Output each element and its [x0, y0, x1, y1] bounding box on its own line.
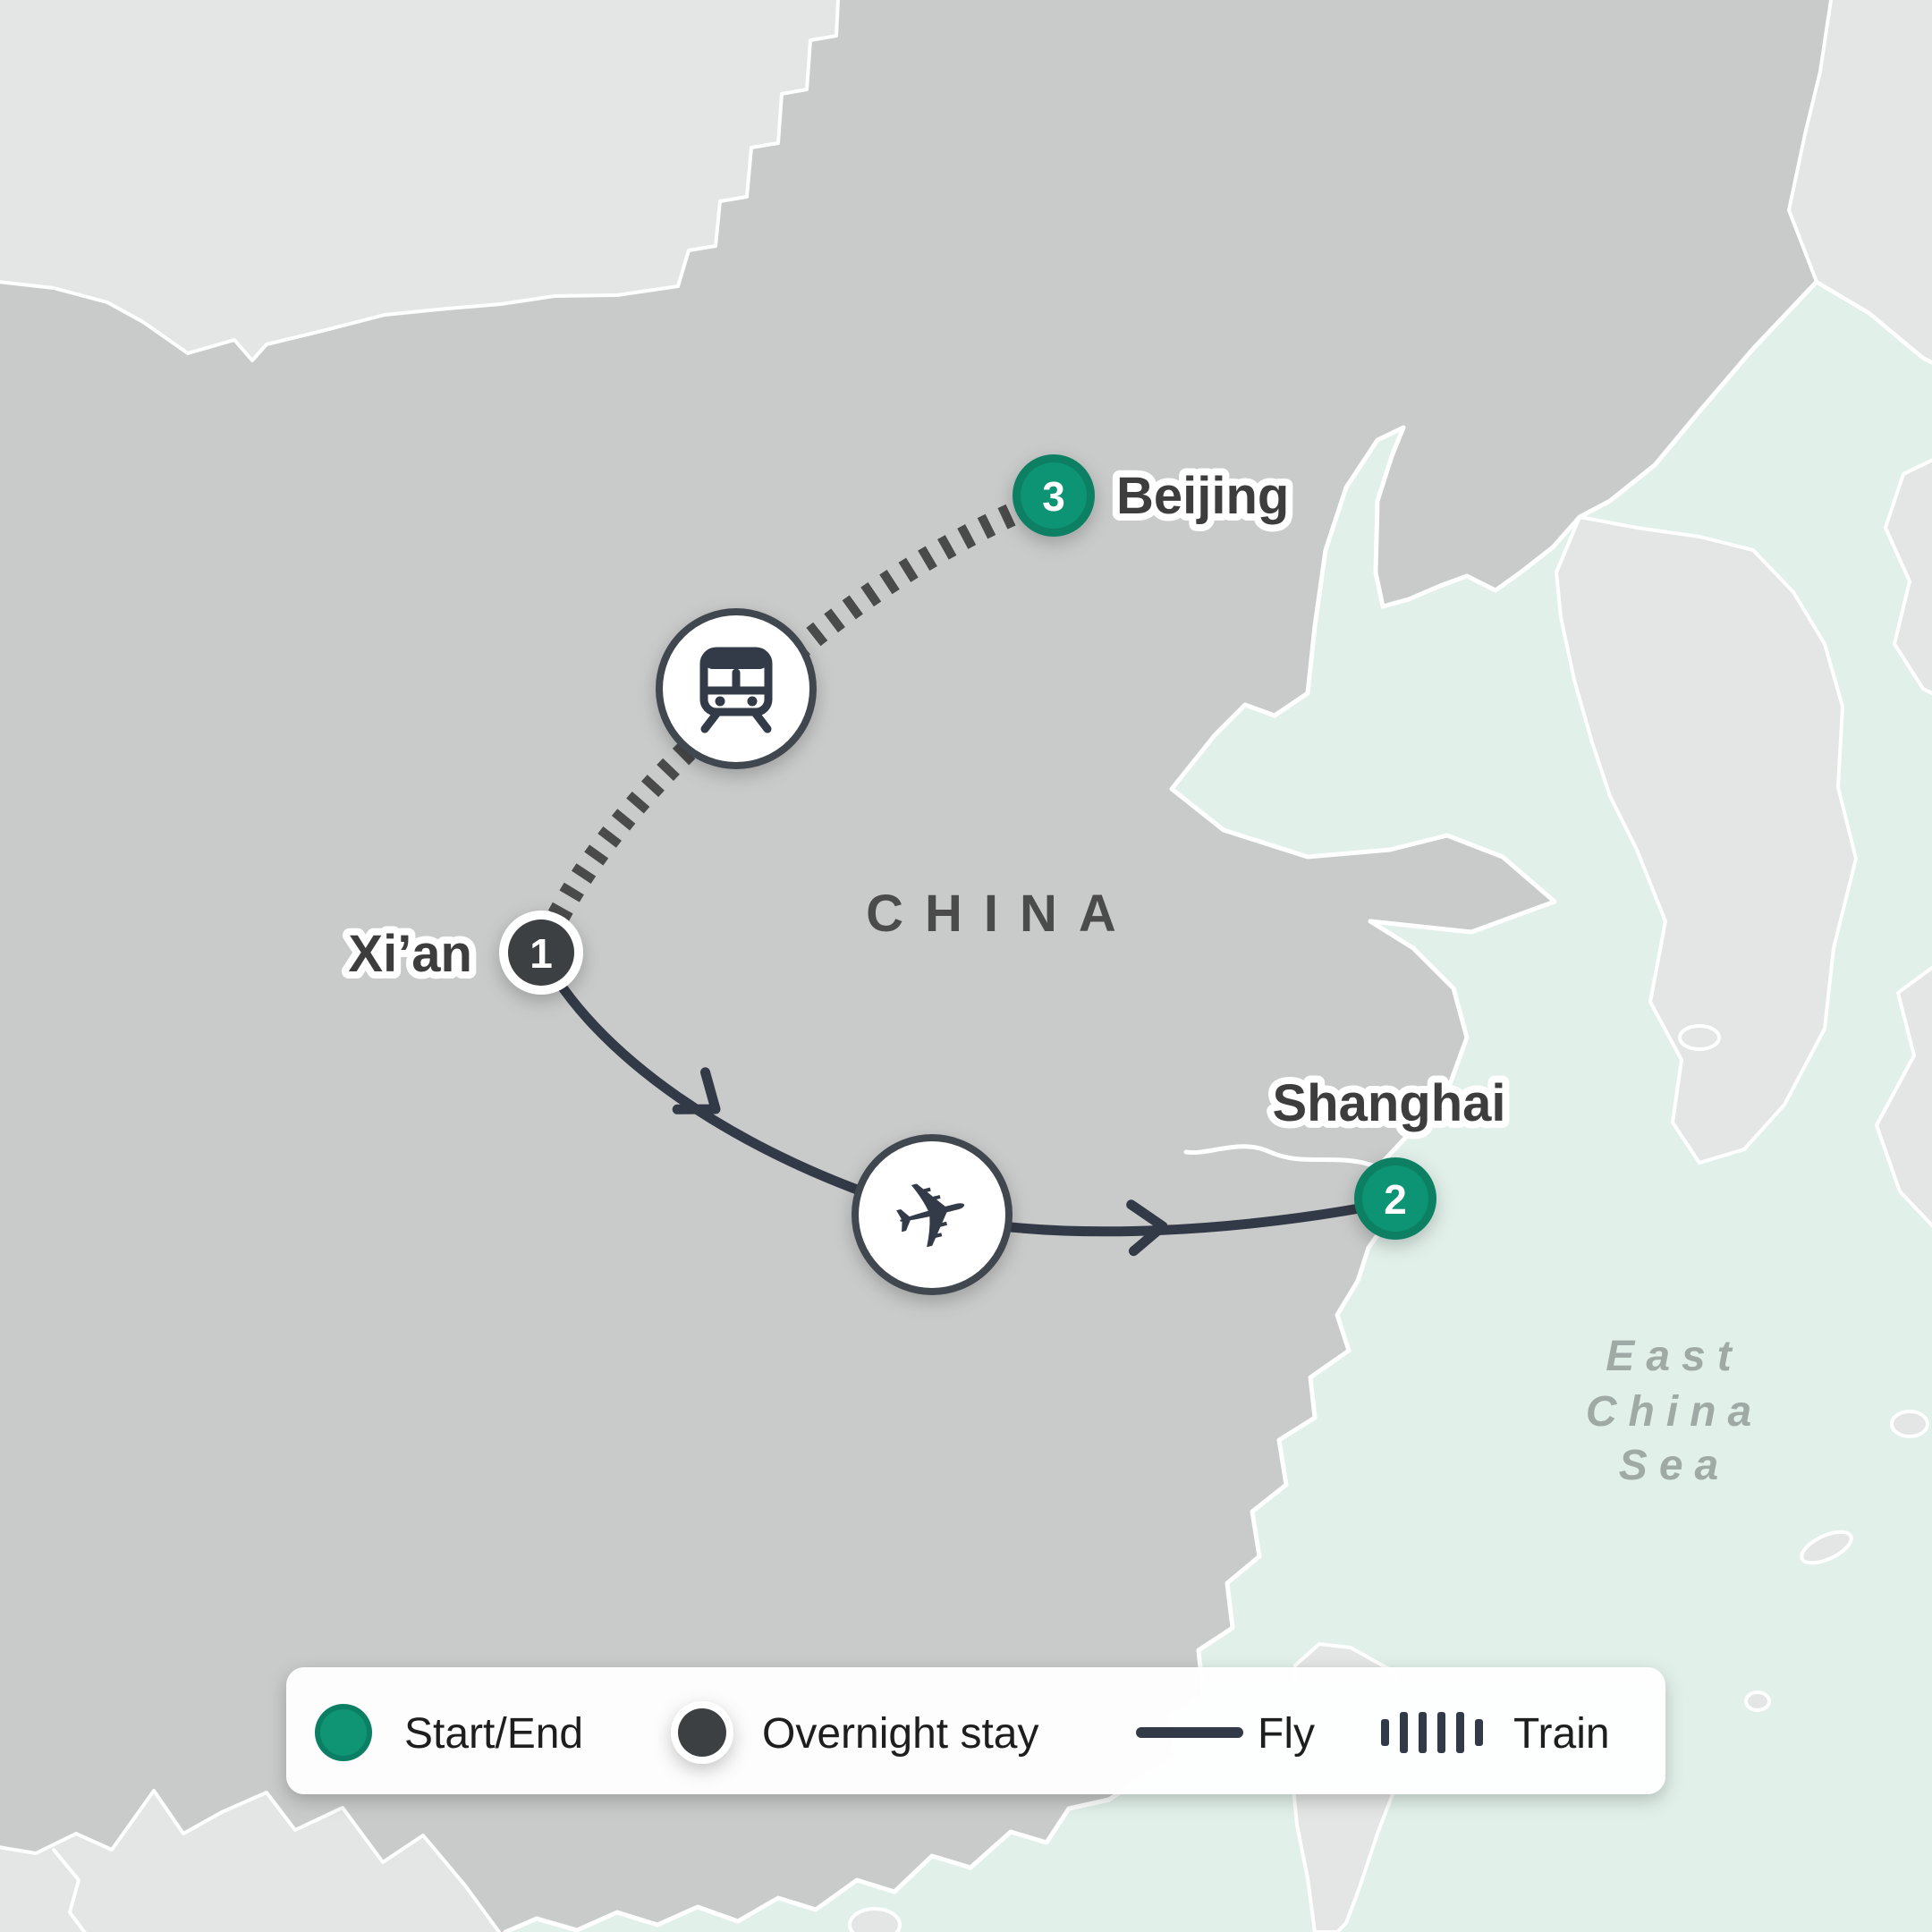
island-small-2	[1890, 1410, 1929, 1438]
yangtze-river	[1183, 1144, 1387, 1173]
stop-marker-beijing[interactable]: 3	[1013, 454, 1095, 537]
legend-overnight-label: Overnight stay	[762, 1710, 1038, 1758]
island-small-4	[1744, 1690, 1771, 1712]
country-border-detail	[52, 1848, 87, 1932]
island-hainan	[848, 1907, 902, 1932]
plane-icon: ✈	[852, 1134, 1013, 1295]
legend-box	[286, 1667, 1665, 1794]
train-swatch-icon	[1381, 1712, 1483, 1753]
svg-text:1: 1	[530, 930, 553, 977]
city-label-shanghai: Shanghai	[1272, 1074, 1505, 1132]
legend-fly-label: Fly	[1258, 1710, 1315, 1758]
landmass-southeast-asia	[0, 1789, 502, 1932]
city-label-xian: Xi’an	[348, 925, 472, 983]
stop-marker-shanghai[interactable]: 2	[1354, 1157, 1436, 1240]
city-label-beijing: Beijing	[1116, 467, 1289, 525]
train-icon	[656, 608, 817, 769]
svg-text:3: 3	[1042, 473, 1065, 520]
svg-text:Sea: Sea	[1619, 1442, 1730, 1489]
svg-text:China: China	[1586, 1388, 1763, 1436]
landmass-korea	[1555, 515, 1858, 1165]
country-label: CHINA	[866, 885, 1138, 943]
landmass-japan-north	[1884, 458, 1932, 696]
landmass-japan-south	[1875, 965, 1932, 1228]
legend: Start/End Overnight stay Fly Train	[286, 1667, 1665, 1794]
fly-arrow-icon	[1126, 1199, 1168, 1257]
sea-region	[503, 279, 1932, 1932]
island-small-3	[1800, 1530, 1853, 1565]
legend-train-label: Train	[1513, 1710, 1610, 1758]
stop-marker-xian[interactable]: 1	[499, 911, 583, 995]
overnight-swatch-icon	[671, 1701, 733, 1764]
svg-text:East: East	[1606, 1333, 1742, 1380]
sea-label: East China Sea	[1586, 1333, 1763, 1489]
start-end-swatch-icon	[315, 1704, 372, 1761]
island-small-1	[1678, 1024, 1721, 1051]
landmass-russia	[1787, 0, 1932, 365]
fly-arrow-icon	[672, 1067, 721, 1114]
svg-text:2: 2	[1384, 1176, 1407, 1223]
legend-start-end-label: Start/End	[404, 1710, 583, 1758]
landmass-mongolia	[0, 0, 841, 362]
